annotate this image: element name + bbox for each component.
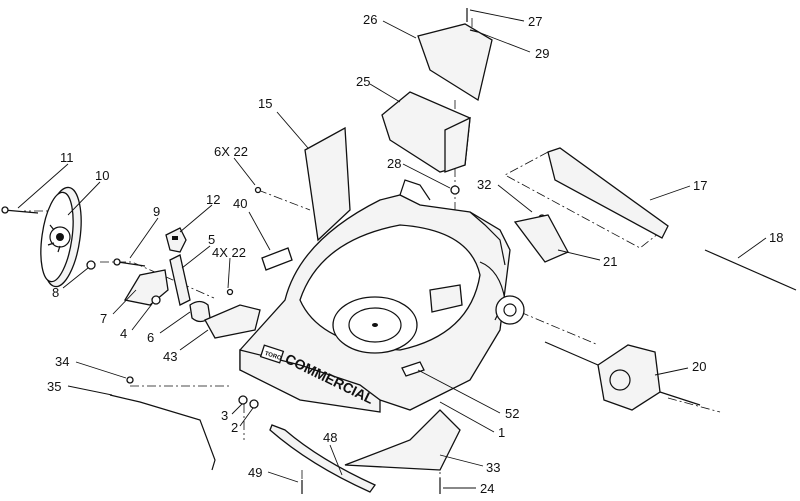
callout-26: 26: [363, 12, 377, 27]
callout-12: 12: [206, 192, 220, 207]
callout-6x22: 6X 22: [214, 144, 248, 159]
callout-15: 15: [258, 96, 272, 111]
part-20-transmission: [544, 341, 701, 411]
logo-badge: TORO: [264, 351, 283, 362]
callout-27: 27: [528, 14, 542, 29]
callout-29: 29: [535, 46, 549, 61]
part-3-nut: [238, 395, 248, 405]
part-21-plate: [513, 214, 569, 263]
part-34-bolt: [126, 376, 134, 384]
fastener-4x22: [226, 288, 234, 296]
part-8-nut: [86, 260, 96, 270]
part-5-plate: [169, 254, 191, 306]
callout-32: 32: [477, 177, 491, 192]
part-11-bolt: [1, 206, 39, 214]
part-40-decal: [261, 247, 293, 271]
part-4-nut: [151, 295, 161, 305]
callout-28: 28: [387, 156, 401, 171]
callout-21: 21: [603, 254, 617, 269]
callout-48: 48: [323, 430, 337, 445]
part-7-bracket: [123, 269, 169, 306]
part-35-rod: [109, 394, 216, 471]
fastener-6x22: [254, 186, 262, 194]
part-25-chute: [381, 91, 471, 173]
part-48-strip: [269, 424, 376, 493]
callout-3: 3: [221, 408, 228, 423]
callout-7: 7: [100, 311, 107, 326]
part-33-chute: [344, 409, 461, 471]
callout-1: 1: [498, 425, 505, 440]
callout-24: 24: [480, 481, 494, 496]
part-12-knob: [165, 227, 187, 253]
callout-2: 2: [231, 420, 238, 435]
callout-43: 43: [163, 349, 177, 364]
callout-9: 9: [153, 204, 160, 219]
part-26-flap: [417, 23, 493, 102]
part-29-clip: [469, 29, 479, 33]
callout-35: 35: [47, 379, 61, 394]
callout-40: 40: [233, 196, 247, 211]
callout-33: 33: [486, 460, 500, 475]
callout-11: 11: [60, 150, 74, 165]
callout-5: 5: [208, 232, 215, 247]
callout-4: 4: [120, 326, 127, 341]
callout-8: 8: [52, 285, 59, 300]
callout-labels: 11 10 9 12 5 8 7 4 6 43 40 6X 22 4X 22 1…: [47, 12, 783, 496]
leader-lines: [17, 9, 767, 489]
part-43-bracket: [204, 304, 261, 339]
part-52-decal: [401, 361, 425, 377]
callout-25: 25: [356, 74, 370, 89]
callout-20: 20: [692, 359, 706, 374]
callout-52: 52: [505, 406, 519, 421]
callout-6: 6: [147, 330, 154, 345]
deck-housing: [239, 179, 525, 413]
callout-34: 34: [55, 354, 69, 369]
part-28-nut: [450, 185, 460, 195]
callout-49: 49: [248, 465, 262, 480]
callout-18: 18: [769, 230, 783, 245]
part-2-nut: [249, 399, 259, 409]
part-9-bolt: [113, 258, 146, 267]
callout-10: 10: [95, 168, 109, 183]
part-17-shield: [547, 147, 669, 239]
callout-4x22: 4X 22: [212, 245, 246, 260]
part-18-rod: [704, 249, 797, 291]
callout-17: 17: [693, 178, 707, 193]
part-15-plate: [304, 126, 351, 242]
part-10-wheel: [40, 186, 82, 288]
